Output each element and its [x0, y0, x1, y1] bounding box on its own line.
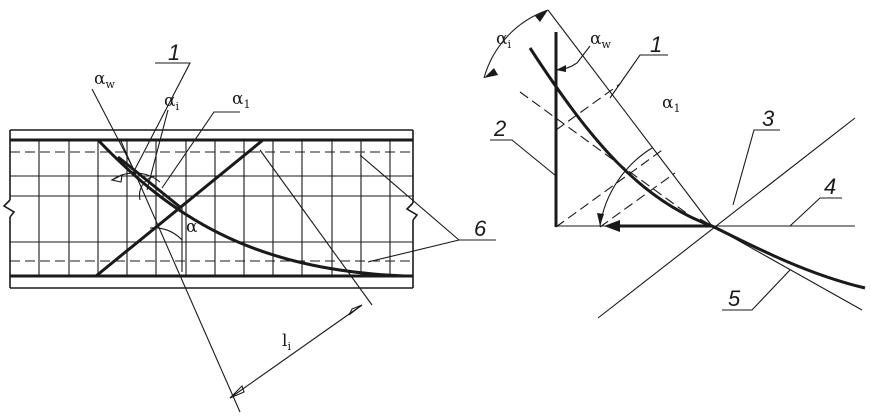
leader-1 — [131, 62, 191, 176]
break-mark-right — [405, 202, 419, 221]
label-6: 6 — [474, 216, 487, 241]
arc-alpha-i-arrow-end — [535, 10, 548, 22]
dimension-arrow-end — [348, 304, 363, 316]
left-figure: αw 1 αi α1 α 6 li — [2, 40, 496, 413]
label-alpha-1: α1 — [232, 89, 250, 111]
cracking-curve — [96, 138, 406, 278]
construction-line-a — [119, 138, 241, 413]
leader-alpha-w-right — [576, 45, 591, 64]
dashed-line-long — [519, 91, 697, 221]
dashed-diagonal-main — [555, 147, 666, 228]
leader-4 — [789, 197, 842, 227]
dashed-diagonal-3 — [555, 83, 621, 131]
arc-arrow-left — [110, 174, 123, 183]
arc-alpha-i-arrow-start — [484, 68, 498, 78]
diagonal-rising — [95, 138, 264, 278]
horizontal-arrow-head — [604, 220, 620, 232]
construction-line-b — [259, 149, 373, 306]
label-4: 4 — [824, 174, 836, 199]
leader-alpha-i — [146, 109, 169, 191]
leader-2 — [490, 139, 557, 177]
angle-arc-alpha — [149, 227, 183, 241]
label-5: 5 — [728, 286, 741, 311]
stirrup-grid — [38, 140, 391, 276]
leader-1-right — [609, 54, 668, 99]
label-alpha-i: αi — [164, 91, 179, 113]
label-alpha-w: αw — [94, 69, 115, 91]
label-1-right: 1 — [650, 32, 662, 57]
angle-arc-alpha-i — [138, 175, 156, 201]
label-1: 1 — [168, 40, 180, 65]
dashed-diagonal-2 — [599, 172, 676, 228]
leader-6-lower — [367, 239, 460, 263]
arc-alpha-w-arrow — [556, 65, 566, 72]
right-figure: αi αw 1 α1 2 3 4 5 — [483, 9, 866, 319]
label-alpha: α — [186, 217, 198, 237]
horizontal-grid-lines — [10, 175, 413, 243]
leader-3 — [732, 129, 780, 206]
arc-alpha-1-arrow — [597, 213, 604, 226]
dimension-line-li — [229, 304, 363, 399]
label-alpha-i-right: αi — [496, 29, 511, 51]
label-alpha-1-right: α1 — [662, 93, 680, 115]
label-3: 3 — [762, 106, 775, 131]
label-alpha-w-right: αw — [590, 29, 611, 51]
break-mark-left — [2, 199, 16, 218]
cracking-curve-right — [528, 47, 866, 290]
leader-5 — [722, 269, 791, 311]
dimension-arrow-start — [229, 384, 245, 399]
leader-alpha-w — [91, 88, 134, 169]
leader-alpha-1 — [161, 111, 240, 189]
label-2: 2 — [493, 116, 506, 141]
diagonal-line-1 — [547, 9, 713, 227]
line-3 — [597, 117, 856, 319]
arc-alpha-i — [483, 9, 549, 79]
label-l-i: li — [282, 331, 291, 353]
